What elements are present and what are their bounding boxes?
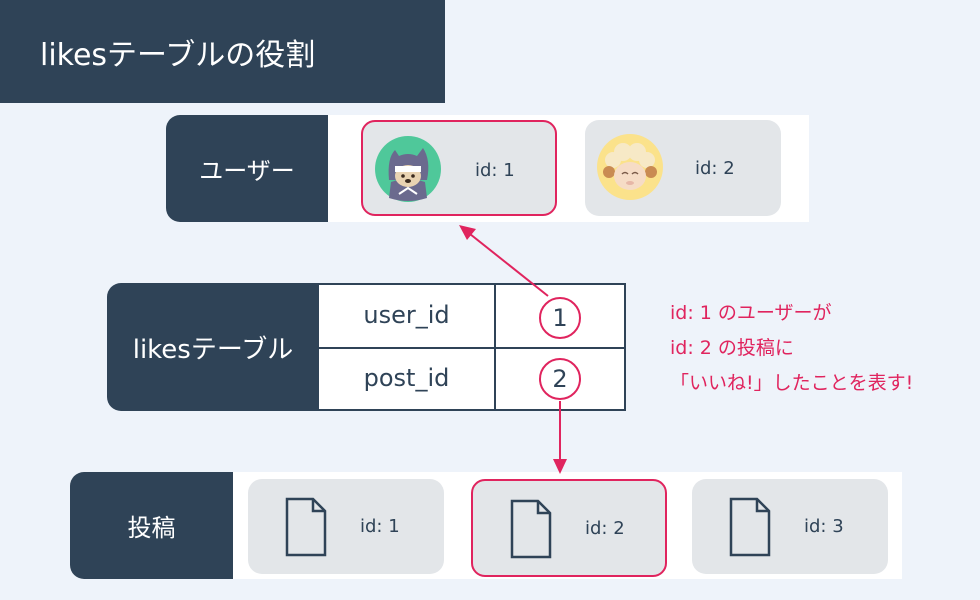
- post-id-3: id: 3: [804, 516, 844, 537]
- posts-label: 投稿: [70, 472, 233, 579]
- ninja-bear-avatar-icon: [375, 136, 441, 202]
- post-id-value: 2: [539, 358, 581, 400]
- post-id-value-text: 2: [552, 365, 568, 393]
- explanation-note: id: 1 のユーザーが id: 2 の投稿に 「いいね!」したことを表す!: [670, 296, 913, 401]
- likes-table: user_id post_id: [317, 283, 626, 411]
- users-label-text: ユーザー: [199, 157, 295, 185]
- document-icon: [285, 497, 327, 557]
- user-card-2: id: 2: [585, 120, 781, 216]
- note-line-2: id: 2 の投稿に: [670, 337, 794, 359]
- table-column-divider: [494, 285, 496, 409]
- likes-label: likesテーブル: [107, 283, 319, 411]
- post-card-3: id: 3: [692, 479, 888, 574]
- field-post-id: post_id: [363, 364, 450, 392]
- user-card-1: id: 1: [361, 120, 557, 216]
- user-id-2: id: 2: [695, 158, 735, 179]
- post-id-1: id: 1: [360, 516, 400, 537]
- document-icon: [510, 499, 552, 559]
- post-id-2: id: 2: [585, 518, 625, 539]
- table-row-divider: [319, 347, 624, 349]
- page-title-text: likesテーブルの役割: [40, 37, 316, 73]
- sheep-avatar-icon: [597, 134, 663, 200]
- users-label: ユーザー: [166, 115, 328, 222]
- likes-label-text: likesテーブル: [132, 334, 294, 365]
- user-id-value: 1: [539, 297, 581, 339]
- posts-label-text: 投稿: [127, 514, 176, 542]
- user-id-1: id: 1: [475, 160, 515, 181]
- field-user-id: user_id: [363, 301, 450, 329]
- page-title: likesテーブルの役割: [0, 0, 445, 103]
- arrow-to-post: [553, 401, 567, 474]
- post-card-2: id: 2: [471, 479, 667, 577]
- user-id-value-text: 1: [552, 304, 568, 332]
- document-icon: [729, 497, 771, 557]
- note-line-1: id: 1 のユーザーが: [670, 302, 832, 324]
- post-card-1: id: 1: [248, 479, 444, 574]
- note-line-3: 「いいね!」したことを表す!: [670, 372, 914, 394]
